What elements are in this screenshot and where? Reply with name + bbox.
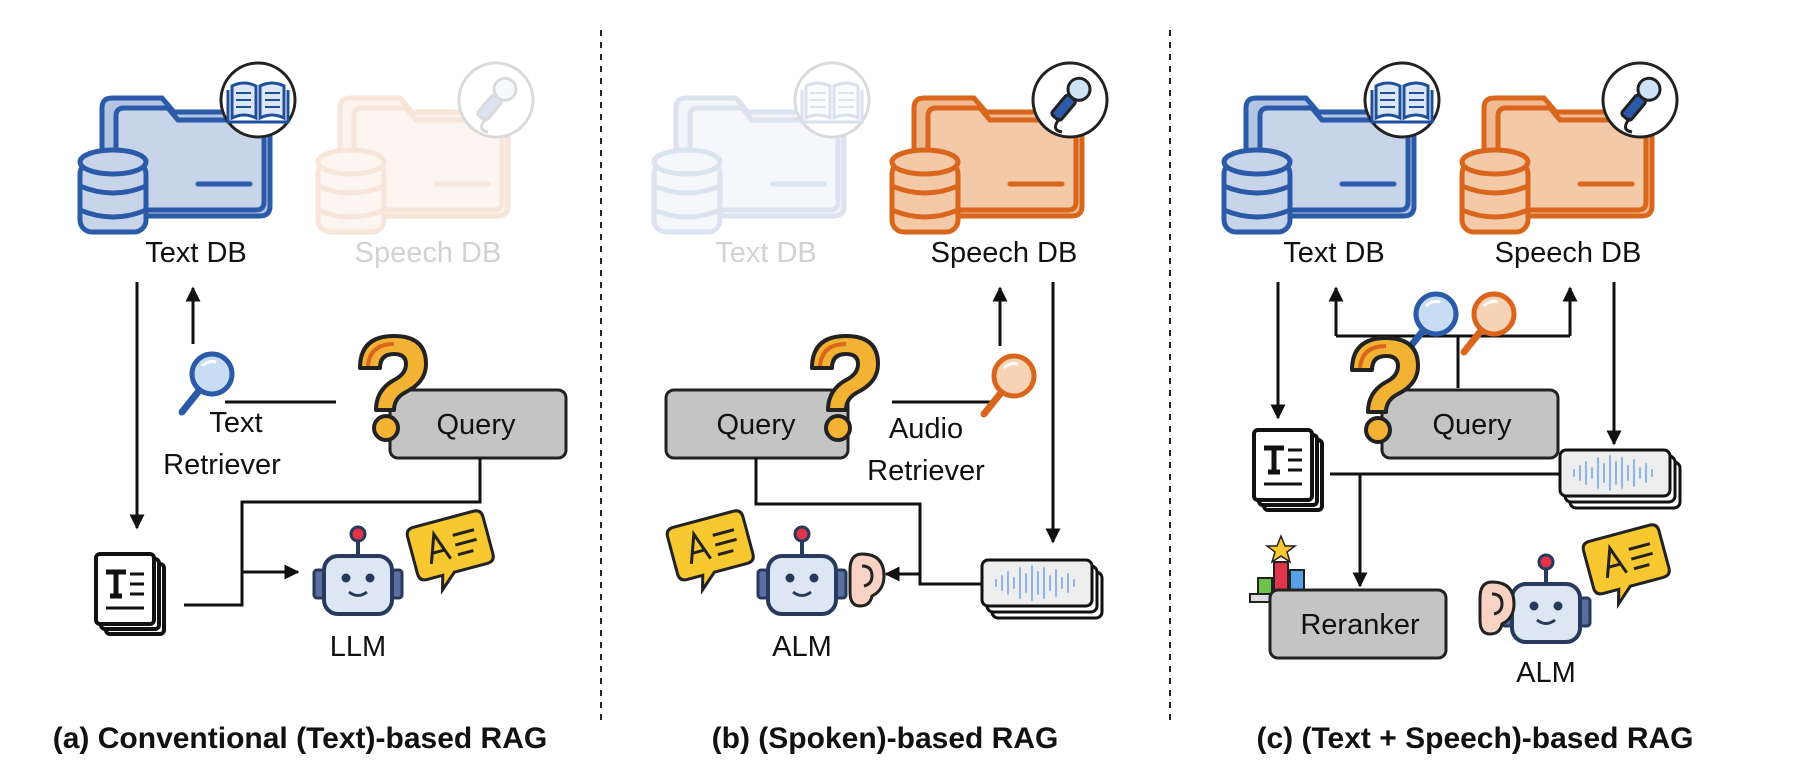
query-label: Query (1433, 409, 1512, 441)
llm-label: LLM (330, 631, 386, 663)
text-db-faded-group (654, 61, 871, 232)
book-icon (1363, 61, 1441, 139)
text-retriever-label-line1: Text (209, 407, 262, 439)
answer-bubble-icon (1580, 521, 1677, 611)
panel-a: Text DB Speech DB Text Retriever Query L… (53, 61, 568, 755)
audio-retriever-label-line2: Retriever (867, 455, 985, 487)
panel-b: Text DB Speech DB Audio Retriever Query … (654, 61, 1109, 755)
panel-c: Text DB Speech DB Query Reranker ALM (c (1224, 61, 1694, 755)
speech-db-label: Speech DB (1495, 237, 1642, 269)
doc-to-llm-line (184, 572, 244, 607)
answer-bubble-icon (664, 507, 761, 597)
caption-c: (c) (Text + Speech)-based RAG (1256, 722, 1693, 755)
query-label: Query (717, 409, 796, 441)
query-to-llm-line (240, 458, 482, 572)
llm-robot-icon (312, 525, 404, 616)
text-document-icon (1254, 430, 1322, 510)
query-to-alm-line (754, 458, 922, 574)
mic-icon (1031, 61, 1109, 139)
speech-db-label: Speech DB (931, 237, 1078, 269)
alm-robot-icon (1500, 553, 1592, 644)
text-retriever-label-line2: Retriever (163, 449, 281, 481)
text-db-label: Text DB (145, 237, 247, 269)
caption-a: (a) Conventional (Text)-based RAG (53, 722, 547, 755)
mic-icon (457, 61, 535, 139)
audio-retriever-magnifier-icon (984, 356, 1034, 414)
caption-b: (b) (Spoken)-based RAG (712, 722, 1059, 755)
alm-label: ALM (1516, 657, 1576, 689)
audio-waveform-icon (980, 558, 1104, 620)
audio-to-alm-line (918, 574, 982, 586)
answer-bubble-icon (404, 507, 501, 597)
speech-db-label: Speech DB (355, 237, 502, 269)
mic-icon (1601, 61, 1679, 139)
text-document-icon (96, 554, 164, 634)
audio-retriever-magnifier-icon (1464, 294, 1514, 352)
reranker-label: Reranker (1300, 609, 1420, 641)
audio-waveform-icon (1558, 448, 1682, 510)
alm-label: ALM (772, 631, 832, 663)
book-icon (793, 61, 871, 139)
text-retriever-magnifier-icon (1406, 294, 1456, 352)
alm-robot-icon (756, 525, 848, 616)
ear-icon (848, 552, 886, 608)
text-db-label: Text DB (715, 237, 817, 269)
text-retriever-magnifier-icon (182, 354, 232, 412)
reranker-box (1268, 588, 1448, 660)
audio-retriever-label-line1: Audio (889, 413, 963, 445)
speech-db-faded-group (318, 61, 535, 232)
book-icon (219, 61, 297, 139)
query-label: Query (437, 409, 516, 441)
text-db-label: Text DB (1283, 237, 1385, 269)
